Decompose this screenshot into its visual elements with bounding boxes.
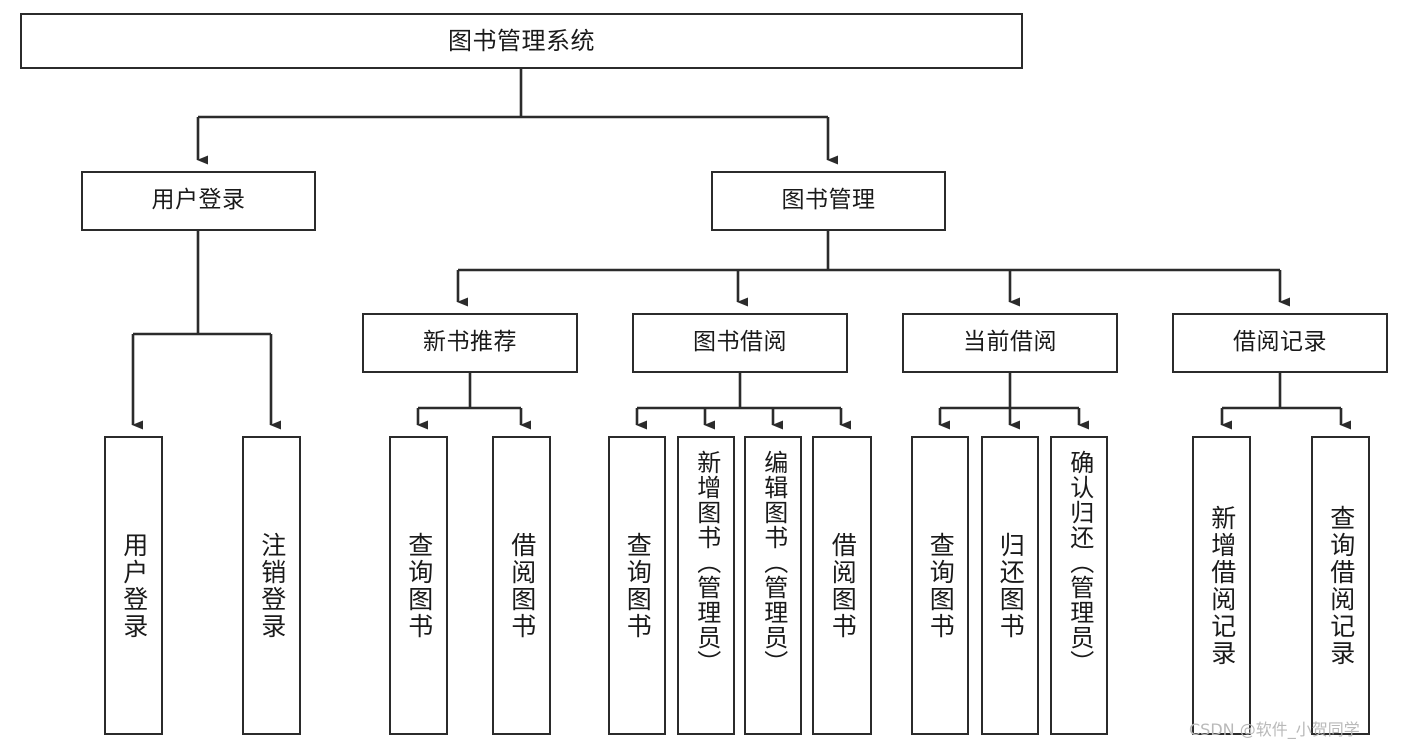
node-book-management[interactable]: 图书管理	[711, 171, 946, 231]
node-label: 当前借阅	[963, 329, 1057, 356]
node-label: 借阅图书	[828, 531, 858, 640]
node-label: 归还图书	[996, 531, 1026, 640]
node-leaf-query-book-current[interactable]: 查询图书	[911, 436, 969, 735]
node-label: 借阅记录	[1233, 329, 1327, 356]
node-label: 借阅图书	[507, 531, 537, 640]
edges-bookmanage-to-level3	[456, 231, 1290, 307]
node-leaf-return-book[interactable]: 归还图书	[981, 436, 1039, 735]
node-leaf-confirm-return-admin[interactable]: 确认归还（管理员）	[1050, 436, 1108, 735]
node-current-borrow[interactable]: 当前借阅	[902, 313, 1118, 373]
node-label: 用户登录	[151, 187, 246, 214]
node-label: 查询图书	[623, 531, 653, 640]
node-label: 用户登录	[119, 531, 149, 640]
node-leaf-user-login[interactable]: 用户登录	[104, 436, 163, 735]
edges-bookborrow-to-leaves	[635, 373, 851, 430]
node-label: 查询图书	[404, 531, 434, 640]
edges-newbook-to-leaves	[416, 373, 531, 430]
node-leaf-logout-login[interactable]: 注销登录	[242, 436, 301, 735]
node-label: 确认归还（管理员）	[1065, 450, 1094, 675]
node-label: 图书管理系统	[448, 26, 595, 55]
node-label: 编辑图书（管理员）	[759, 450, 788, 675]
edges-currentborrow-to-leaves	[938, 373, 1089, 430]
node-leaf-borrow-book-recommend[interactable]: 借阅图书	[492, 436, 551, 735]
node-leaf-query-borrow-record[interactable]: 查询借阅记录	[1311, 436, 1370, 735]
node-root-book-management-system[interactable]: 图书管理系统	[20, 13, 1023, 69]
edges-root-to-level2	[196, 69, 838, 165]
node-label: 新增借阅记录	[1207, 504, 1237, 667]
node-label: 查询图书	[926, 531, 956, 640]
node-leaf-add-book-admin[interactable]: 新增图书（管理员）	[677, 436, 735, 735]
node-label: 图书借阅	[693, 329, 787, 356]
node-leaf-edit-book-admin[interactable]: 编辑图书（管理员）	[744, 436, 802, 735]
edges-userlogin-to-leaves	[131, 231, 281, 430]
node-label: 查询借阅记录	[1326, 504, 1356, 667]
node-label: 新增图书（管理员）	[692, 450, 721, 675]
node-leaf-query-book-recommend[interactable]: 查询图书	[389, 436, 448, 735]
node-leaf-query-book-borrow[interactable]: 查询图书	[608, 436, 666, 735]
node-leaf-add-borrow-record[interactable]: 新增借阅记录	[1192, 436, 1251, 735]
node-user-login[interactable]: 用户登录	[81, 171, 316, 231]
node-label: 新书推荐	[423, 329, 517, 356]
node-label: 注销登录	[257, 531, 287, 640]
node-leaf-borrow-book-borrow[interactable]: 借阅图书	[812, 436, 872, 735]
node-borrow-record[interactable]: 借阅记录	[1172, 313, 1388, 373]
node-label: 图书管理	[781, 187, 876, 214]
node-book-borrow[interactable]: 图书借阅	[632, 313, 848, 373]
edges-borrowrecord-to-leaves	[1220, 373, 1351, 430]
node-new-book-recommend[interactable]: 新书推荐	[362, 313, 578, 373]
csdn-watermark: CSDN @软件_小贺同学	[1189, 720, 1360, 739]
